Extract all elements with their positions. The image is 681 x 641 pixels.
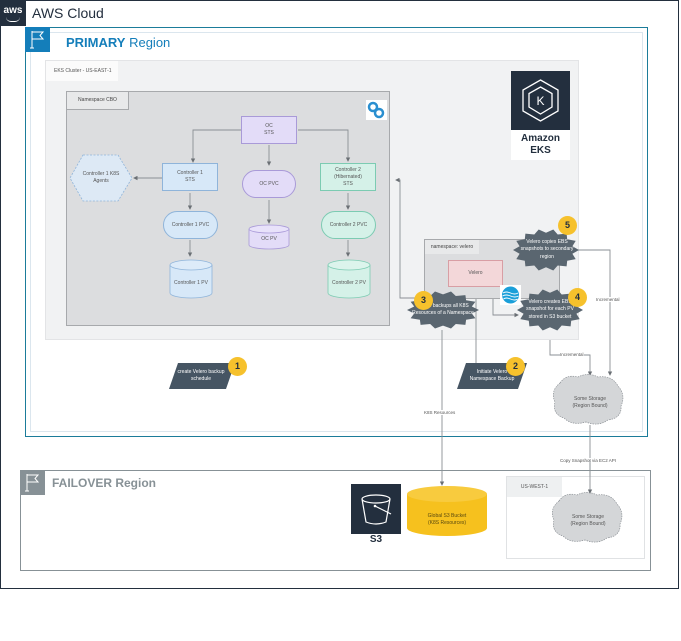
- step-1-badge: 1: [228, 357, 247, 376]
- step-4-badge: 4: [568, 288, 587, 307]
- failover-region-title: FAILOVER Region: [52, 476, 157, 490]
- step-5-burst: [513, 229, 579, 271]
- oc-pv-cylinder: [248, 224, 290, 250]
- primary-region-group: [25, 27, 648, 437]
- controller2-pvc-node: Controller 2 PVC: [321, 211, 376, 239]
- primary-region-title-bold: PRIMARY: [66, 35, 126, 50]
- primary-region-title-rest: Region: [125, 35, 171, 50]
- controller2-pv-cylinder: [327, 259, 371, 299]
- amazon-eks-line2: EKS: [530, 145, 551, 156]
- velero-node: Velero: [448, 260, 503, 287]
- incremental-label-2: Incremental: [560, 352, 584, 357]
- oc-pvc-node: OC PVC: [242, 170, 296, 198]
- step-5-text: Velero copies EBS snapshots to secondary…: [520, 238, 574, 260]
- controller1-pv-label: Controller 1 PV: [174, 279, 208, 286]
- cloudbees-icon: [366, 100, 387, 120]
- failover-region-group: [20, 470, 651, 571]
- namespace-cbo-label: Namespace CBO: [67, 92, 129, 110]
- aws-logo-icon: aws: [0, 0, 26, 26]
- primary-storage-label: Some Storage (Region Bound): [572, 396, 608, 409]
- controller1-pvc-node: Controller 1 PVC: [163, 211, 218, 239]
- step-5-badge: 5: [558, 216, 577, 235]
- global-s3-bucket-cylinder: [407, 486, 487, 536]
- incremental-label-1: Incremental: [596, 297, 620, 302]
- aws-logo-text: aws: [3, 5, 23, 16]
- step-1-text: create Velero backup schedule: [177, 368, 225, 383]
- aws-cloud-group: [0, 0, 679, 589]
- oc-pv-label: OC PV: [261, 235, 277, 242]
- k8s-resources-label: K8S Resources: [424, 410, 456, 415]
- primary-storage-cloud: [553, 374, 624, 425]
- us-west-1-label: US-WEST-1: [507, 477, 562, 497]
- step-4-text: Velero creates EBS snapshot for each PV …: [526, 298, 574, 320]
- edge-oc-to-ctrl2: [298, 129, 351, 162]
- primary-region-title: PRIMARY Region: [66, 35, 170, 50]
- kubernetes-icon: K: [511, 71, 570, 130]
- global-s3-bucket-label: Global S3 Bucket (K8S Resources): [427, 513, 467, 526]
- controller2-pv-label: Controller 2 PV: [332, 279, 366, 286]
- edge-step5-to-storage: [578, 249, 613, 376]
- s3-label: S3: [369, 534, 383, 545]
- eks-cluster-label: EKS Cluster - US-EAST-1: [46, 61, 118, 81]
- controller2-sts-node: Controller 2 (Hibernated) STS: [320, 163, 376, 191]
- copy-snapshot-label: Copy Snapshot via EC2 API: [560, 458, 617, 463]
- amazon-eks-line1: Amazon: [521, 133, 560, 144]
- step-3-badge: 3: [414, 291, 433, 310]
- step-2-badge: 2: [506, 357, 525, 376]
- uswest-storage-cloud-shape: [552, 492, 623, 543]
- flag-icon: [25, 27, 50, 52]
- controller1-k8s-agents-node: Controller 1 K8S Agents: [82, 171, 120, 184]
- velero-logo-icon: [500, 285, 521, 305]
- s3-bucket-icon: [351, 484, 401, 534]
- controller1-sts-node: Controller 1 STS: [162, 163, 218, 191]
- namespace-velero-label: namespace: velero: [425, 240, 479, 254]
- step-4-burst: [517, 289, 583, 331]
- edge-oc-to-ctrl1: [190, 129, 241, 163]
- controller1-pv-cylinder: [169, 259, 213, 299]
- uswest-storage-label: Some Storage (Region Bound): [570, 514, 606, 527]
- step-2-text: Initiate Velero Namespace Backup: [469, 368, 515, 383]
- flag-icon: [20, 470, 45, 495]
- aws-cloud-title: AWS Cloud: [32, 5, 104, 21]
- oc-sts-node: OC STS: [241, 116, 297, 144]
- svg-text:K: K: [536, 94, 544, 108]
- edge-step3-to-cluster: [395, 177, 420, 299]
- step-1-shape: [169, 363, 235, 389]
- primary-region-inner: [30, 32, 643, 432]
